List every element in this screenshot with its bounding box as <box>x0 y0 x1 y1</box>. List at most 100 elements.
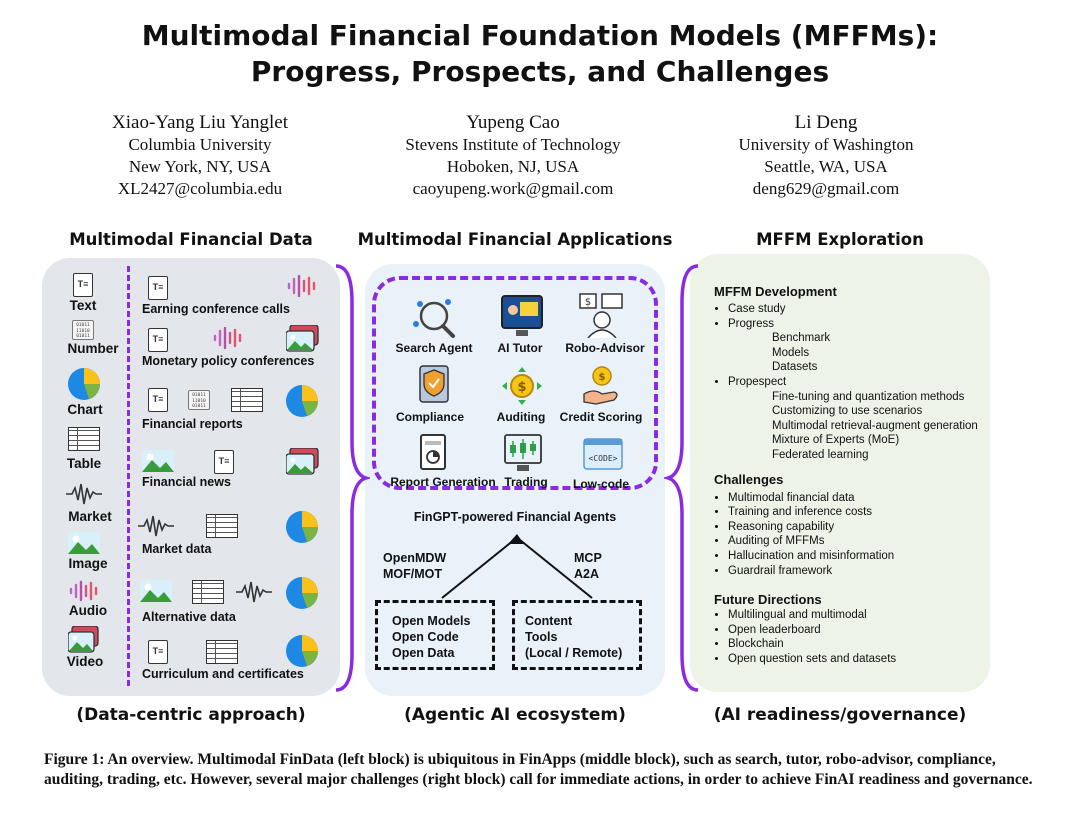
content-label: Content <box>525 614 573 628</box>
future-item: Multilingual and multimodal <box>728 608 984 623</box>
row-earning-calls: Earning conference calls <box>142 302 290 316</box>
ai-tutor-icon <box>501 295 543 336</box>
progress-sub-list: Benchmark Models Datasets <box>714 331 984 375</box>
table-icon <box>206 640 238 664</box>
development-title: MFFM Development <box>714 284 837 299</box>
image-icon <box>140 580 172 602</box>
label-a2a: A2A <box>574 567 600 581</box>
credit-scoring-icon: $ <box>583 366 618 405</box>
type-audio: Audio <box>68 603 108 618</box>
video-icon <box>286 325 319 352</box>
text-icon: T≡ <box>214 450 234 474</box>
sub-item: Customizing to use scenarios <box>772 405 923 418</box>
pie-chart-icon <box>286 385 318 417</box>
local-remote-label: (Local / Remote) <box>525 646 623 660</box>
author-name: Yupeng Cao <box>466 112 560 133</box>
search-agent-icon <box>413 299 455 338</box>
text-icon: T≡ <box>148 640 168 664</box>
content-tools-box: Content Tools (Local / Remote) <box>512 600 642 670</box>
open-resources-box: Open Models Open Code Open Data <box>375 600 495 670</box>
app-ai-tutor: AI Tutor <box>497 341 543 355</box>
author-name: Li Deng <box>794 112 858 133</box>
row-alternative-data: Alternative data <box>142 610 236 624</box>
trading-icon <box>504 434 542 471</box>
left-brace-icon <box>335 264 370 692</box>
author-email[interactable]: XL2427@columbia.edu <box>117 179 283 198</box>
author-block-2: Yupeng Cao Stevens Institute of Technolo… <box>363 112 663 200</box>
author-email[interactable]: caoyupeng.work@gmail.com <box>412 179 614 198</box>
text-icon: T≡ <box>148 276 168 300</box>
waveform-icon <box>138 515 174 537</box>
paper-title: Multimodal Financial Foundation Models (… <box>0 18 1080 90</box>
text-icon: T≡ <box>73 273 93 297</box>
table-icon <box>68 427 100 451</box>
app-credit-scoring: Credit Scoring <box>559 410 643 424</box>
pie-chart-icon <box>68 368 100 400</box>
sub-item: Federated learning <box>772 448 869 461</box>
author-affiliation: Columbia University <box>128 135 272 154</box>
audio-icon <box>287 275 316 297</box>
auditing-icon: $ <box>502 367 542 405</box>
row-financial-reports: Financial reports <box>142 417 243 431</box>
app-robo-advisor: Robo-Advisor <box>565 341 645 355</box>
type-market: Market <box>68 509 112 524</box>
sub-item: Multimodal retrieval-augment generation <box>772 419 978 432</box>
future-title: Future Directions <box>714 592 822 608</box>
audio-icon <box>213 327 242 349</box>
author-location: New York, NY, USA <box>128 157 272 176</box>
open-data: Open Data <box>392 646 455 660</box>
type-table: Table <box>66 456 102 471</box>
author-location: Hoboken, NJ, USA <box>446 157 580 176</box>
author-block-3: Li Deng University of Washington Seattle… <box>676 112 976 200</box>
development-item: Progress <box>728 317 984 332</box>
right-footer: (AI readiness/governance) <box>713 705 967 725</box>
svg-text:$: $ <box>585 297 591 308</box>
text-icon: T≡ <box>148 328 168 352</box>
right-brace-icon <box>664 264 699 692</box>
right-panel <box>690 254 990 692</box>
middle-section-title: Multimodal Financial Applications <box>357 230 673 249</box>
app-auditing: Auditing <box>496 410 546 424</box>
applications-dashed-box <box>372 276 658 490</box>
text-icon: T≡ <box>148 388 168 412</box>
app-low-code: Low-code <box>573 477 629 491</box>
low-code-icon: <CODE> <box>583 438 623 470</box>
left-divider <box>127 266 130 686</box>
table-icon <box>231 388 263 412</box>
app-search-agent: Search Agent <box>395 341 473 355</box>
sub-item: Benchmark <box>772 332 831 345</box>
left-section-title: Multimodal Financial Data <box>69 230 313 249</box>
app-report-generation: Report Generation <box>390 475 496 489</box>
development-item: Case study <box>728 302 984 317</box>
table-icon <box>192 580 224 604</box>
author-email[interactable]: deng629@gmail.com <box>752 179 900 198</box>
open-code: Open Code <box>392 630 459 644</box>
robo-advisor-icon: $ <box>579 293 623 338</box>
left-footer: (Data-centric approach) <box>76 705 306 725</box>
type-number: Number <box>67 341 119 356</box>
image-icon <box>68 532 100 554</box>
right-content: MFFM Development Case study Progress Ben… <box>714 284 984 666</box>
label-mof-mot: MOF/MOT <box>383 567 443 581</box>
pie-chart-icon <box>286 577 318 609</box>
compliance-icon <box>419 365 449 403</box>
pie-chart-icon <box>286 635 318 667</box>
waveform-icon <box>66 483 102 505</box>
prospect-sub-list: Fine-tuning and quantization methods Cus… <box>714 390 984 463</box>
future-item: Open question sets and datasets <box>728 652 984 667</box>
audio-icon <box>69 580 98 602</box>
video-icon <box>286 448 319 475</box>
row-market-data: Market data <box>142 542 212 556</box>
row-curriculum: Curriculum and certificates <box>142 667 304 681</box>
future-item: Blockchain <box>728 637 984 652</box>
row-financial-news: Financial news <box>142 475 231 489</box>
type-video: Video <box>66 654 104 669</box>
low-code-tag: <CODE> <box>589 454 618 463</box>
challenge-item: Reasoning capability <box>728 520 984 535</box>
report-generation-icon <box>420 434 446 470</box>
development-item: Propespect <box>728 375 984 390</box>
label-mcp: MCP <box>574 551 602 565</box>
sub-item: Datasets <box>772 361 818 374</box>
